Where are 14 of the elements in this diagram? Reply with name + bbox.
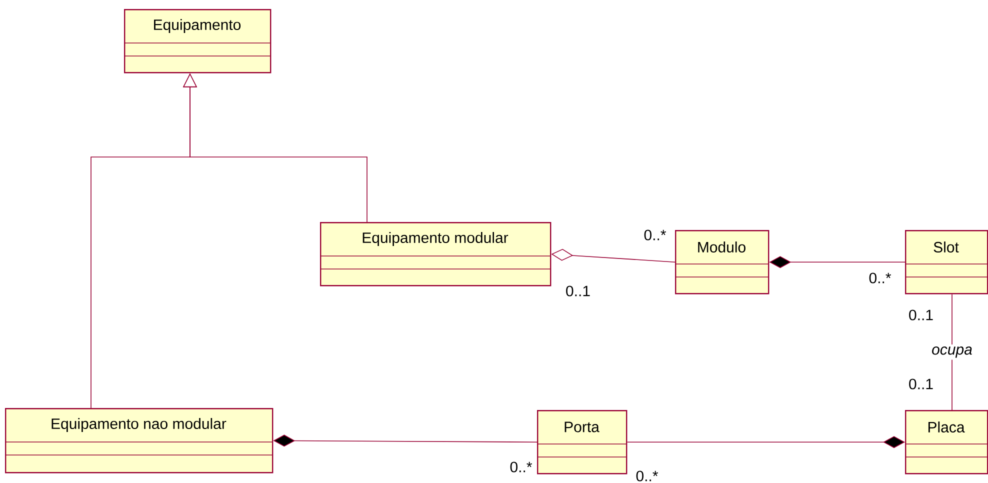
multiplicity-label: 0..*	[636, 470, 658, 482]
class-box: Equipamento modular	[320, 222, 552, 286]
association-line	[626, 436, 905, 448]
multiplicity-label: 0..1	[909, 310, 933, 320]
class-box: Placa	[904, 410, 988, 474]
class-box: Slot	[904, 230, 988, 294]
edge-label: ocupa	[930, 344, 974, 360]
multiplicity-label: 0..*	[869, 272, 892, 284]
class-box: Equipamento nao modular	[4, 408, 274, 474]
class-box: Modulo	[674, 230, 770, 294]
class-box: Equipamento	[124, 9, 272, 74]
class-box: Porta	[536, 410, 628, 474]
multiplicity-label: 0..1	[566, 286, 590, 296]
multiplicity-label: 0..1	[909, 378, 933, 390]
